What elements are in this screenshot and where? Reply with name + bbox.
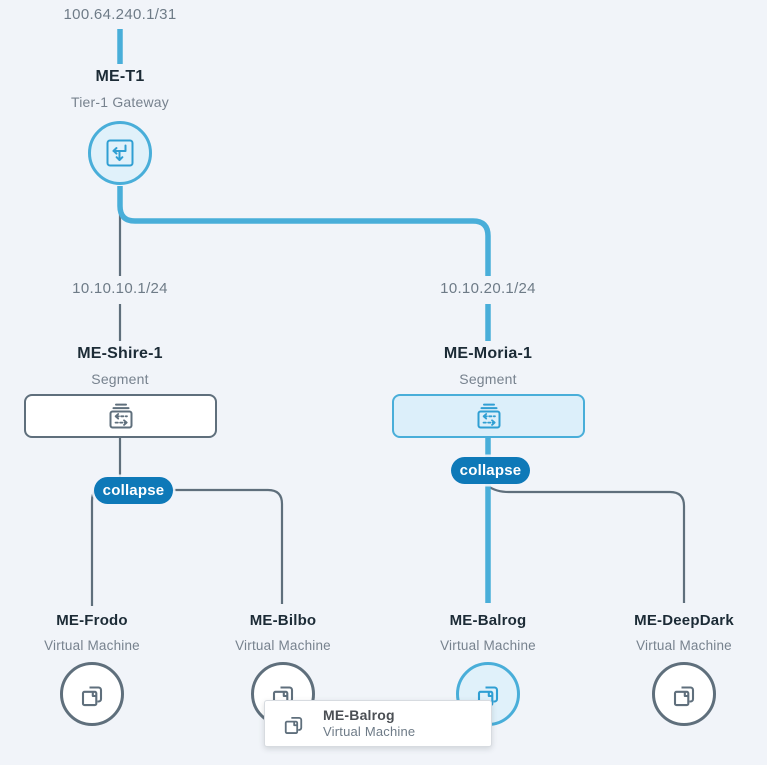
moria-segment-type-label: Segment — [459, 371, 517, 387]
moria-gateway-ip-label: 10.10.20.1/24 — [440, 280, 536, 297]
edge-collapse-to-deepdark — [487, 485, 686, 603]
gateway-name: ME-T1 — [95, 68, 145, 85]
gateway-type-label: Tier-1 Gateway — [71, 94, 169, 110]
vm-icon — [284, 716, 303, 734]
deepdark-vm-name: ME-DeepDark — [634, 612, 734, 629]
tooltip-title: ME-Balrog — [323, 706, 395, 723]
shire-collapse-button[interactable]: collapse — [94, 477, 173, 504]
shire-gateway-ip-label: 10.10.10.1/24 — [72, 280, 168, 297]
frodo-vm-name: ME-Frodo — [56, 612, 128, 629]
shire-segment-type-label: Segment — [91, 371, 149, 387]
balrog-vm-type-label: Virtual Machine — [440, 638, 536, 653]
shire-segment-name: ME-Shire-1 — [77, 345, 163, 362]
frodo-vm-type-label: Virtual Machine — [44, 638, 140, 653]
vm-icon — [673, 686, 695, 707]
balrog-vm-name: ME-Balrog — [449, 612, 527, 629]
frodo-vm-node[interactable] — [60, 662, 124, 726]
moria-collapse-button[interactable]: collapse — [451, 457, 530, 484]
shire-segment-node[interactable] — [24, 394, 217, 438]
segment-icon — [477, 403, 500, 429]
vm-icon — [81, 686, 103, 707]
edge-t1-to-moria-trunk — [117, 186, 491, 276]
tooltip-subtitle: Virtual Machine — [323, 724, 416, 740]
moria-segment-node[interactable] — [392, 394, 585, 438]
bilbo-vm-type-label: Virtual Machine — [235, 638, 331, 653]
moria-segment-name: ME-Moria-1 — [443, 345, 533, 362]
deepdark-vm-type-label: Virtual Machine — [636, 638, 732, 653]
bilbo-vm-name: ME-Bilbo — [249, 612, 317, 629]
deepdark-vm-node[interactable] — [652, 662, 716, 726]
tier1-gateway-icon — [106, 139, 134, 167]
gateway-node[interactable] — [88, 121, 152, 185]
uplink-ip-label: 100.64.240.1/31 — [63, 6, 177, 23]
vm-tooltip: ME-Balrog Virtual Machine — [264, 700, 492, 747]
segment-icon — [109, 403, 132, 429]
edge-collapse-to-bilbo — [134, 488, 284, 604]
